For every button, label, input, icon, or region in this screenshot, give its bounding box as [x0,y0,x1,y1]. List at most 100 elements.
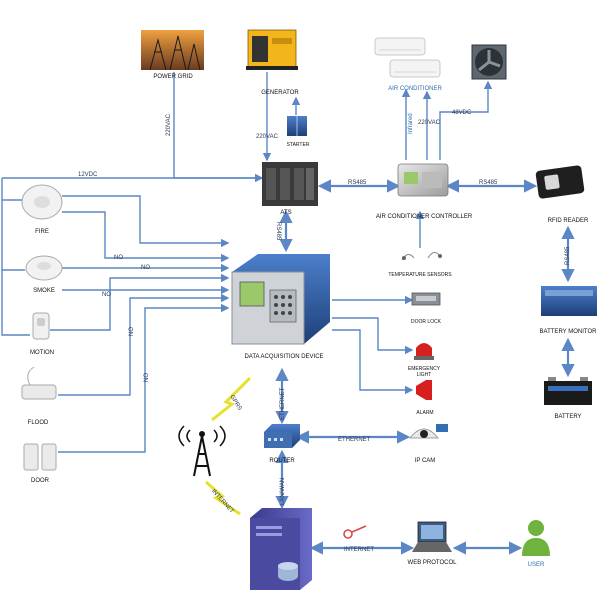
server-drive-2 [256,533,282,536]
generator-label: GENERATOR [261,90,299,96]
wire-motion-dad [50,273,230,331]
database-body [278,566,298,576]
door-lock-label: DOOR LOCK [411,319,442,325]
data-acquisition-device-node[interactable]: DATA ACQUISITION DEVICE [231,254,330,360]
starter-label: STARTER [287,142,310,148]
ats-node[interactable]: ATS [262,162,318,216]
user-node[interactable]: USER [522,520,550,568]
power-grid-label: POWER GRID [153,74,193,80]
emergency-light-label-1: EMERGENCY [408,366,441,372]
sensor-tip-1 [402,256,406,260]
alarm-node[interactable]: ALARM [416,380,434,416]
edge-labels: 220VAC 220VAC RS485 RS485 Infrared 220VA… [78,110,571,553]
power-tower-icon [149,35,201,71]
motion-sensor-node[interactable]: MOTION [30,312,54,356]
battery-terminal-1 [548,377,556,381]
rfid-card [544,174,560,190]
antenna-tower-icon [193,435,211,477]
dad-key-7 [274,311,278,315]
wire-fire-no [62,211,230,263]
air-conditioner-label: AIR CONDITIONER [388,86,442,92]
fire-sensor-node[interactable]: FIRE [21,184,63,235]
ac-unit-1-icon [374,37,426,56]
edge-label-fire-no: NO [114,255,123,261]
wires [1,72,575,555]
power-grid-node[interactable]: POWER GRID [141,30,204,80]
door-lock-node[interactable]: DOOR LOCK [411,292,442,325]
motion-sensor-lens [37,318,45,326]
laptop-keyboard [412,542,452,552]
door-sensor-icon [23,443,39,471]
server-node[interactable] [250,508,312,590]
rfid-reader-node[interactable]: RFID READER [535,165,589,224]
smoke-label: SMOKE [33,288,55,294]
battery-monitor-top [545,290,593,296]
edge-label-generator: 220VAC [256,134,279,140]
edge-label-ac-power: 220VAC [418,120,441,126]
air-conditioner-node[interactable]: AIR CONDITIONER [374,37,443,92]
generator-vent [272,38,292,44]
edge-label-motion-no: NO [102,292,111,298]
dad-key-9 [288,311,292,315]
user-body [522,538,550,556]
wire-fire-dad [62,195,230,248]
door-sensor-node[interactable]: DOOR [23,443,57,484]
generator-node[interactable]: GENERATOR [246,29,299,96]
edge-label-acc-rfid: RS485 [479,180,498,186]
motion-label: MOTION [30,350,54,356]
dad-key-5 [281,303,285,307]
antenna-tip [199,431,205,437]
edge-label-dad-router: ETHERNET [280,387,286,420]
temperature-sensors-node[interactable]: TEMPERATURE SENSORS [388,252,452,278]
antenna-tower-node[interactable] [178,425,226,477]
ats-module-4 [306,168,314,200]
fire-label: FIRE [35,229,49,235]
router-node[interactable]: ROUTER [264,424,300,464]
wire-grid-ats [173,72,264,183]
emergency-light-label-2: LIGHT [417,372,432,378]
battery-terminal-2 [580,377,588,381]
wire-dad-alarm [332,329,414,395]
router-label: ROUTER [269,458,295,464]
laptop-screen [421,525,443,539]
edge-label-router-server: LAN/WAN [280,478,286,505]
web-protocol-label: WEB PROTOCOL [408,560,458,566]
ats-module-1 [266,168,276,200]
ac-controller-label: AIR CONDITIONER CONTROLLER [376,214,473,220]
flood-sensor-node[interactable]: FLOOD [21,366,57,426]
dad-screen [239,281,265,307]
gprs-lightning [211,376,252,422]
ats-module-3 [294,168,304,200]
battery-monitor-node[interactable]: BATTERY MONITOR [540,286,598,335]
battery-monitor-label: BATTERY MONITOR [540,329,598,335]
sensor-tip-2 [438,254,442,258]
edge-label-12vdc: 12VDC [78,172,98,178]
door-label: DOOR [31,478,50,484]
battery-icon [544,381,592,405]
ip-cam-node[interactable]: IP CAM [409,424,448,464]
temperature-sensors-label: TEMPERATURE SENSORS [388,272,452,278]
edge-label-internet-left: INTERNET [210,488,235,515]
user-icon [528,520,544,536]
starter-node[interactable]: STARTER [287,116,310,148]
web-protocol-node[interactable]: WEB PROTOCOL [408,521,458,566]
rfid-reader-icon [535,165,585,199]
dad-key-6 [288,303,292,307]
flood-label: FLOOD [28,420,49,426]
emergency-light-node[interactable]: EMERGENCY LIGHT [408,343,441,378]
smoke-sensor-node[interactable]: SMOKE [25,255,63,294]
router-port-3 [280,438,283,441]
dad-key-2 [281,295,285,299]
wire-flood-dad [58,293,230,396]
wire-door-dad [58,303,230,453]
edge-label-infrared: Infrared [408,113,414,134]
edge-label-dad-ats: RS485 [275,222,281,241]
wire-dad-emlight [332,317,414,355]
ac-controller-keypad [422,172,442,188]
fan-node[interactable] [471,44,507,80]
dad-key-8 [281,311,285,315]
battery-node[interactable]: BATTERY [544,377,592,420]
ac-unit-2-icon [389,59,441,78]
ac-controller-node[interactable]: AIR CONDITIONER CONTROLLER [376,163,473,220]
